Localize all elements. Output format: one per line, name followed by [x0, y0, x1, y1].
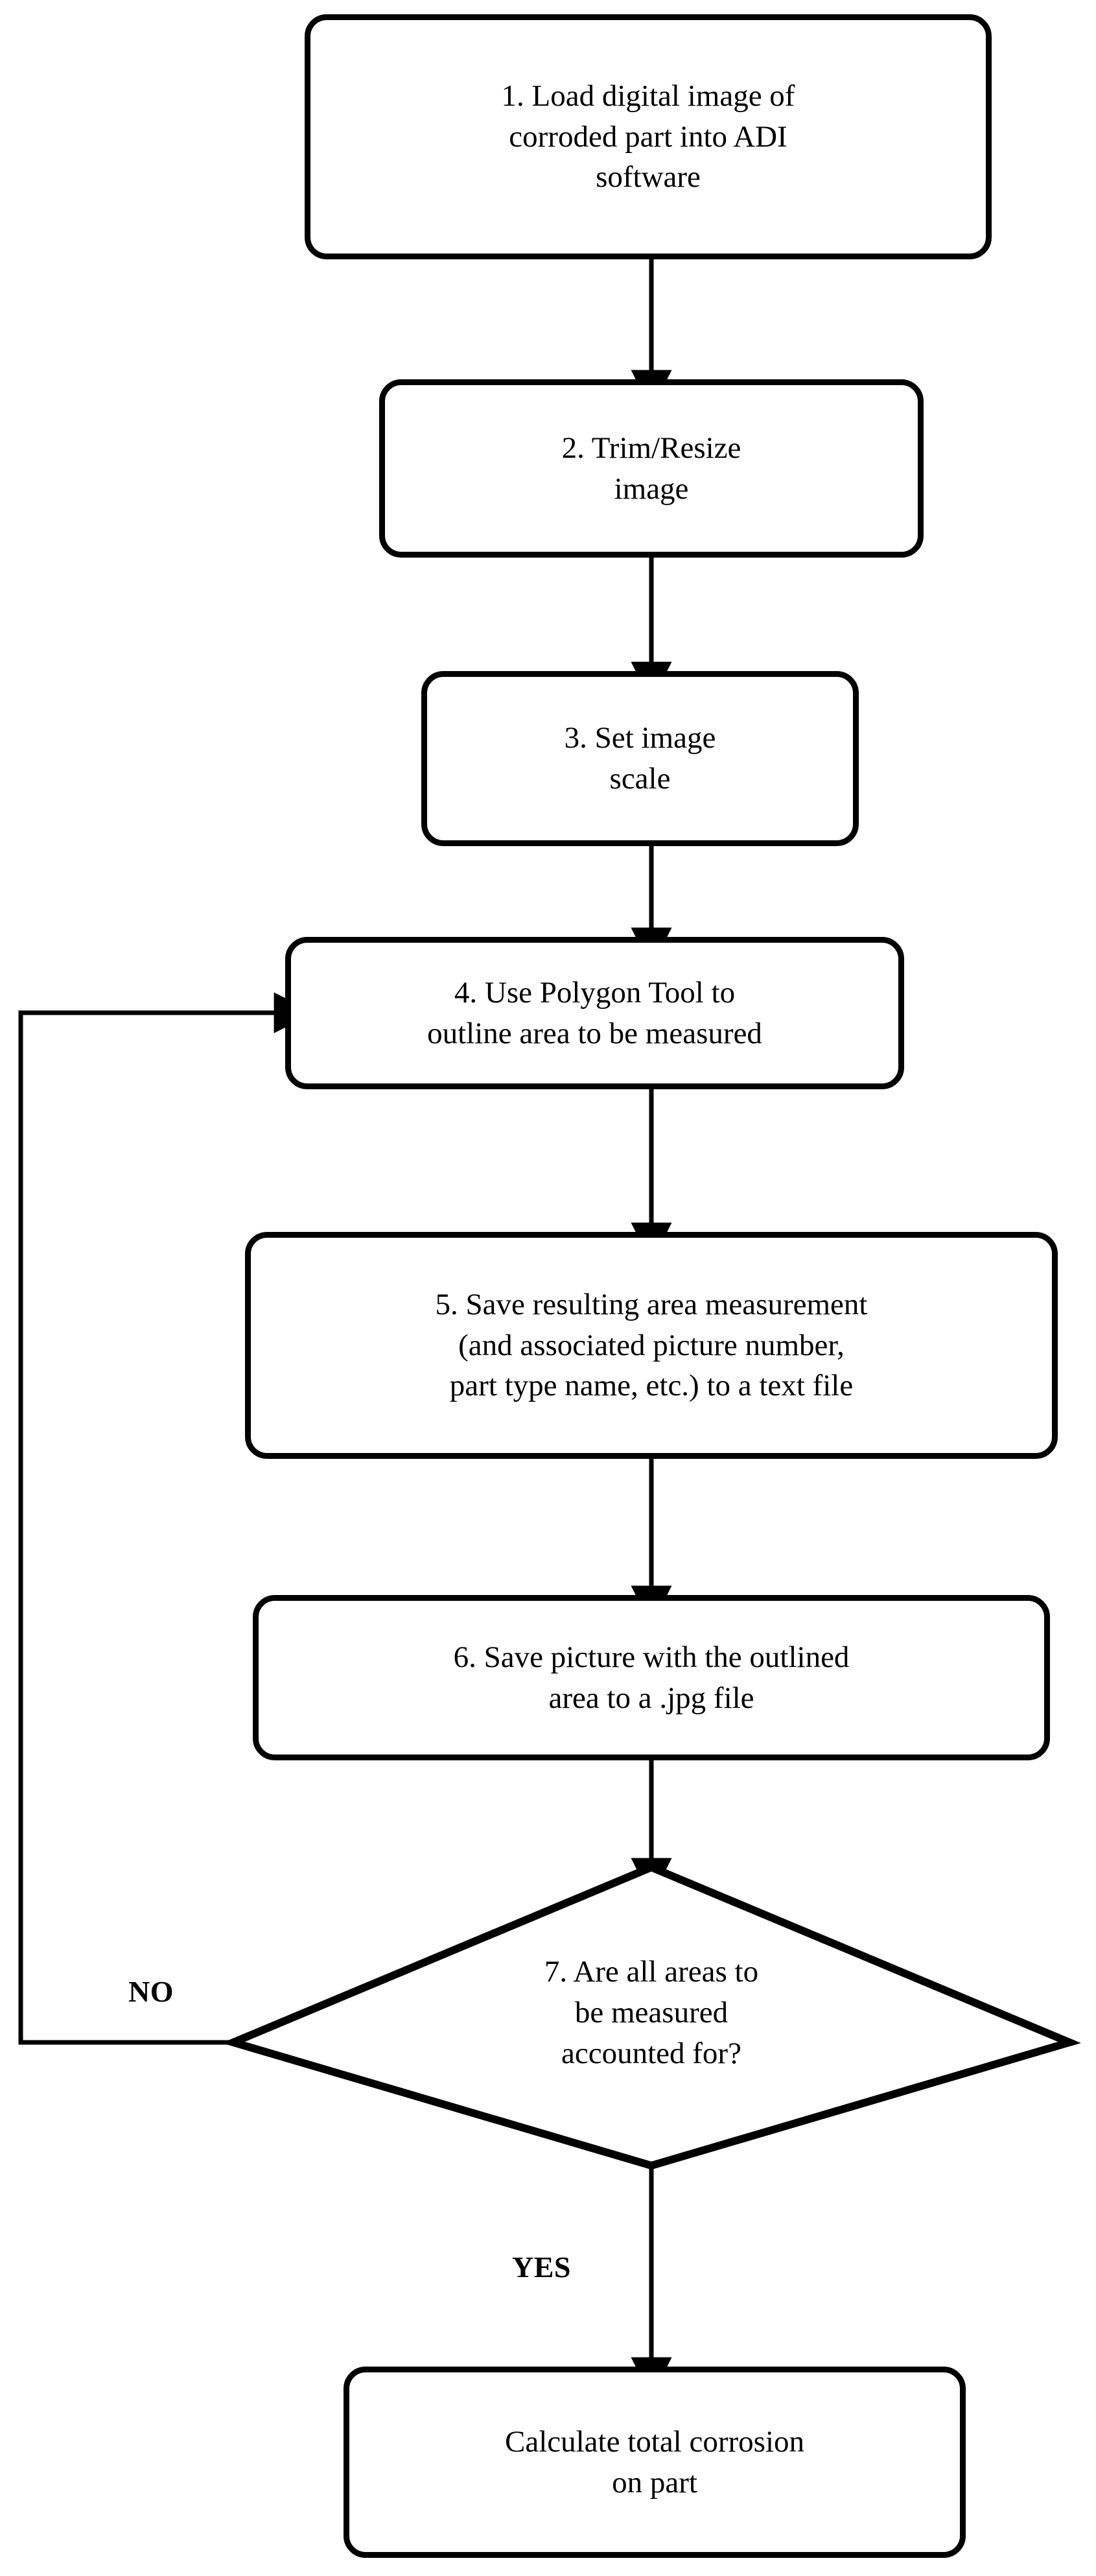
node-step5-line1: 5. Save resulting area measurement [435, 1287, 868, 1321]
node-step2-line1: 2. Trim/Resize [561, 431, 741, 465]
node-step4[interactable]: 4. Use Polygon Tool to outline area to b… [285, 937, 904, 1089]
node-step2[interactable]: 2. Trim/Resize image [379, 379, 924, 558]
node-step3-line2: scale [609, 762, 671, 796]
node-step1-label: 1. Load digital image of corroded part i… [325, 76, 972, 198]
node-final-label: Calculate total corrosion on part [364, 2422, 946, 2503]
node-step5-label: 5. Save resulting area measurement (and … [265, 1284, 1038, 1407]
node-step1-line2: corroded part into ADI [509, 119, 787, 154]
node-step5[interactable]: 5. Save resulting area measurement (and … [245, 1232, 1058, 1459]
node-step7-line1: 7. Are all areas to [544, 1955, 759, 1989]
node-step2-label: 2. Trim/Resize image [399, 428, 904, 510]
node-final-line1: Calculate total corrosion [504, 2424, 804, 2459]
node-step7-label[interactable]: 7. Are all areas to be measured accounte… [392, 1952, 911, 2074]
edge-no-loop [18, 992, 315, 2045]
node-step6-label: 6. Save picture with the outlined area t… [273, 1637, 1030, 1719]
node-step6-line1: 6. Save picture with the outlined [453, 1640, 850, 1674]
edge-label-no: NO [128, 1975, 174, 2008]
node-step3-label: 3. Set image scale [441, 718, 839, 799]
node-step5-line2: (and associated picture number, [458, 1328, 845, 1362]
node-step5-line3: part type name, etc.) to a text file [449, 1369, 854, 1403]
node-final[interactable]: Calculate total corrosion on part [344, 2367, 966, 2558]
node-step3-line1: 3. Set image [564, 721, 716, 755]
node-step4-line1: 4. Use Polygon Tool to [454, 975, 736, 1010]
edge-label-yes: YES [512, 2251, 571, 2284]
node-step7-line3: accounted for? [561, 2036, 741, 2070]
node-final-line2: on part [612, 2465, 697, 2499]
node-step1-line1: 1. Load digital image of [501, 78, 795, 113]
node-step4-label: 4. Use Polygon Tool to outline area to b… [305, 973, 884, 1054]
node-step4-line2: outline area to be measured [427, 1016, 762, 1050]
node-step7-line2: be measured [574, 1995, 729, 2029]
node-step1[interactable]: 1. Load digital image of corroded part i… [305, 14, 992, 259]
node-step6[interactable]: 6. Save picture with the outlined area t… [253, 1595, 1050, 1760]
node-step3[interactable]: 3. Set image scale [421, 671, 859, 846]
node-step6-line2: area to a .jpg file [548, 1681, 754, 1715]
node-step1-line3: software [596, 160, 701, 195]
node-step2-line2: image [614, 471, 689, 506]
